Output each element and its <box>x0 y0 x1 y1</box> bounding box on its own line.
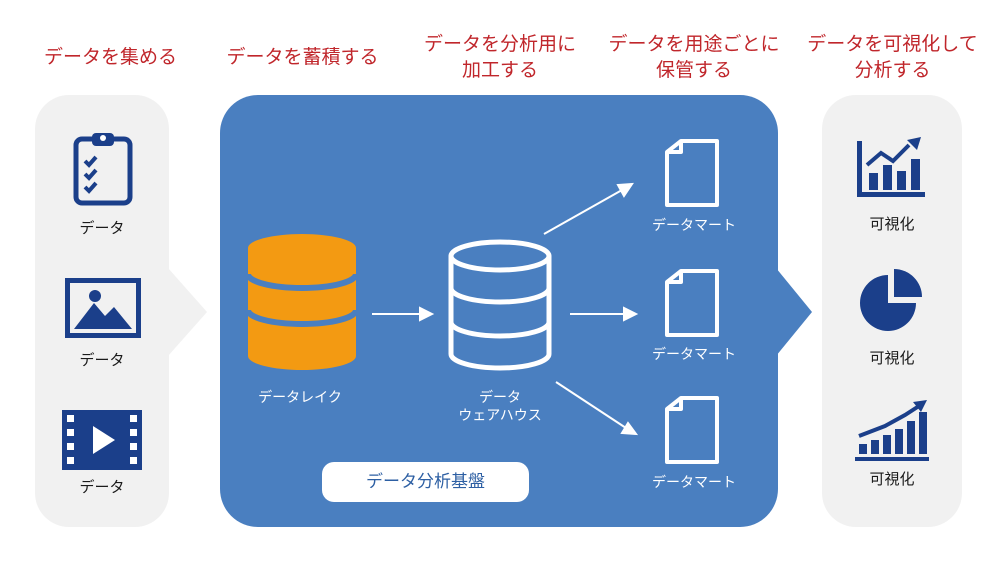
image-icon <box>65 278 141 338</box>
analytics-platform-label: データ分析基盤 <box>322 462 529 502</box>
arrow-warehouse-to-mart-bottom <box>555 381 639 436</box>
data-warehouse-label: データ ウェアハウス <box>440 389 560 425</box>
data-mart-label: データマート <box>652 347 736 363</box>
pie-chart-icon <box>860 269 922 331</box>
stage-title-line: データを蓄積する <box>226 46 379 68</box>
stage-title-line: データを集める <box>43 46 177 68</box>
stage-title-line: データを用途ごとに <box>608 33 780 55</box>
data-mart-label: データマート <box>652 475 736 491</box>
bar-chart-trend-icon <box>857 137 925 197</box>
stage-title-store: データを蓄積する <box>210 44 395 70</box>
stage-title-line: データを可視化して <box>807 33 978 55</box>
video-film-icon <box>62 410 142 470</box>
arrow-warehouse-to-mart-top <box>543 182 634 235</box>
stage-title-line: データを分析用に <box>423 33 576 55</box>
source-label: データ <box>79 219 125 237</box>
clipboard-checklist-icon <box>73 133 133 206</box>
arrow-lake-to-warehouse <box>372 306 435 322</box>
arrow-warehouse-to-mart-middle <box>570 306 639 322</box>
document-icon <box>665 396 719 464</box>
stage-title-line: 加工する <box>461 59 538 81</box>
document-icon <box>665 139 719 207</box>
data-mart-label: データマート <box>652 218 736 234</box>
stage-title-line: 分析する <box>854 59 931 81</box>
document-icon <box>665 269 719 337</box>
data-lake-label: データレイク <box>258 390 342 406</box>
stage-title-keep: データを用途ごとに 保管する <box>593 31 795 83</box>
visualize-label: 可視化 <box>869 215 915 233</box>
source-label: データ <box>79 478 125 496</box>
database-icon <box>448 239 552 371</box>
stage-title-line: 保管する <box>655 59 732 81</box>
stage-title-collect: データを集める <box>28 44 193 70</box>
stage-title-visualize: データを可視化して 分析する <box>790 31 995 83</box>
stage-title-process: データを分析用に 加工する <box>405 31 595 83</box>
growth-chart-icon <box>855 400 929 461</box>
data-warehouse-label-line: ウェアハウス <box>458 408 542 424</box>
visualize-label: 可視化 <box>869 349 915 367</box>
data-warehouse-label-line: データ <box>479 390 521 406</box>
database-icon <box>245 234 359 370</box>
visualize-label: 可視化 <box>869 470 915 488</box>
source-label: データ <box>79 351 125 369</box>
